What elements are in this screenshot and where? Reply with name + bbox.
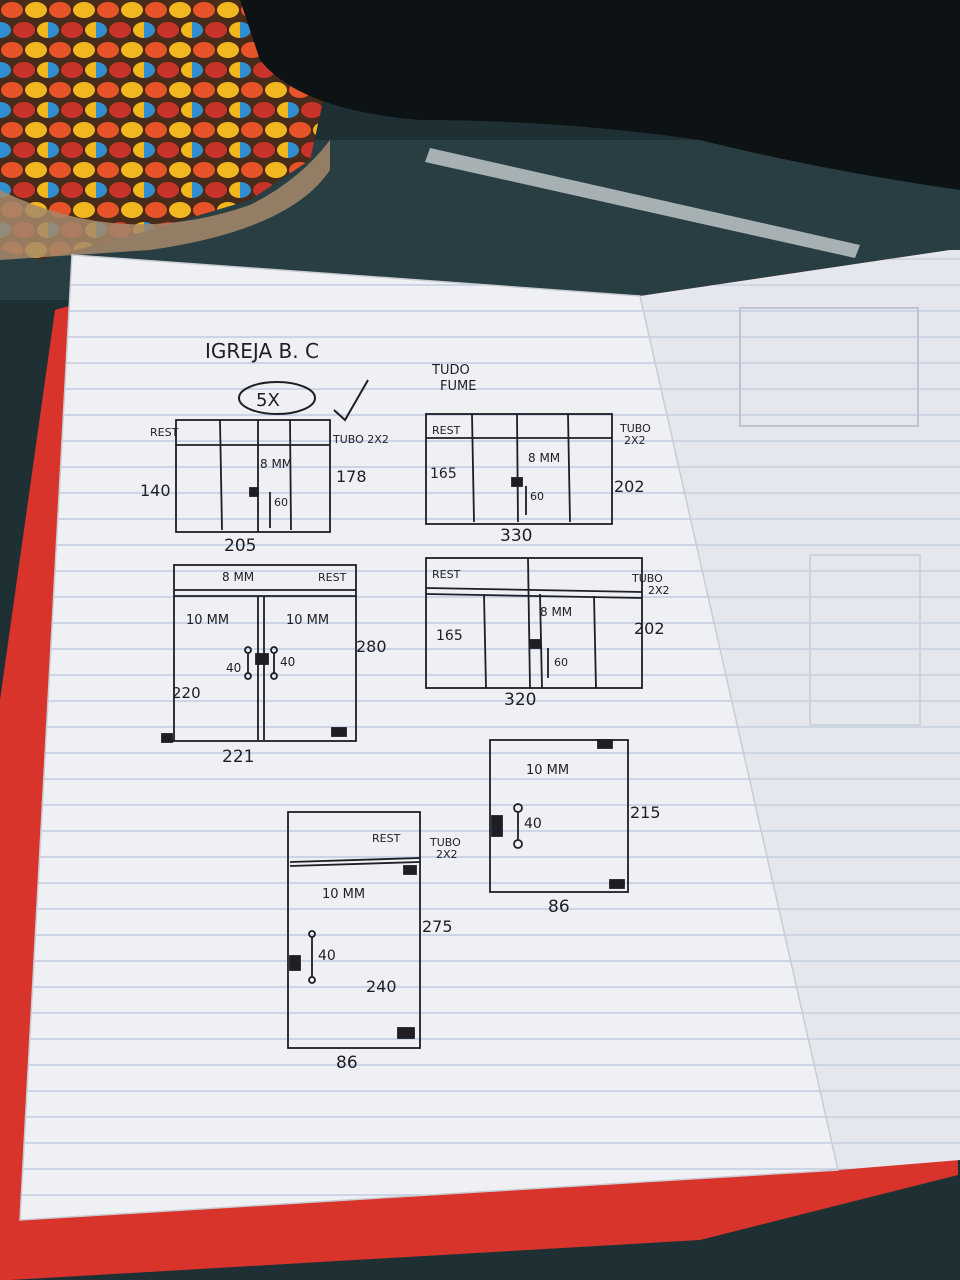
sketch-6-tubo-line2: 2X2 [436, 848, 458, 861]
finish-label-line2: FUME [440, 379, 476, 394]
sketch-1-width: 205 [224, 536, 256, 556]
sketch-4-left-height: 165 [436, 628, 463, 644]
sketch-6-tubo-line1: TUBO [429, 836, 461, 849]
sketch-1-glass: 8 MM [260, 457, 292, 471]
sketch-4-tubo-line1: TUBO [631, 572, 663, 585]
sketch-2-glass: 8 MM [528, 451, 560, 465]
sketch-3 [161, 564, 357, 743]
sketch-5 [489, 739, 629, 893]
sketch-6 [287, 811, 421, 1049]
sketch-1-left-height: 140 [140, 481, 171, 500]
sketch-4-handle: 60 [554, 656, 568, 669]
page-title: IGREJA B. C [205, 339, 319, 363]
sketch-2-tubo-line2: 2X2 [624, 434, 646, 447]
sketch-3-width: 221 [222, 747, 254, 767]
sketch-1-tubo: TUBO 2X2 [332, 433, 389, 446]
sketch-6-handle: 40 [318, 948, 336, 964]
sketch-6-glass: 10 MM [322, 887, 365, 902]
sketch-5-width: 86 [548, 897, 570, 917]
sketch-2-left-height: 165 [430, 466, 457, 482]
finish-label-line1: TUDO [431, 363, 470, 378]
sketch-3-left-height: 220 [172, 684, 201, 702]
sketch-3-right-glass: 10 MM [286, 613, 329, 628]
sketch-3-left-glass: 10 MM [186, 613, 229, 628]
sketch-2-right-height: 202 [614, 477, 645, 496]
sketch-1 [175, 419, 331, 533]
sketch-2-tubo-line1: TUBO [619, 422, 651, 435]
sketch-6-rest: REST [372, 832, 401, 845]
sketch-1-handle: 60 [274, 496, 288, 509]
sketch-4-rest: REST [432, 568, 461, 581]
sketch-4-right-height: 202 [634, 619, 665, 638]
sketch-2-rest: REST [432, 424, 461, 437]
pen [425, 148, 860, 258]
sketch-3-top-glass: 8 MM [222, 570, 254, 584]
quantity-label: 5X [256, 390, 280, 411]
sketch-6-width: 86 [336, 1053, 358, 1073]
sketch-4-width: 320 [504, 690, 536, 710]
dark-cloth [240, 0, 960, 190]
sketch-6-total-height: 275 [422, 917, 453, 936]
crochet-doily [0, 0, 330, 260]
sketch-2-handle: 60 [530, 490, 544, 503]
sketch-5-glass: 10 MM [526, 763, 569, 778]
sketch-1-right-height: 178 [336, 467, 367, 486]
sketch-5-handle: 40 [524, 816, 542, 832]
sketch-3-right-height: 280 [356, 637, 387, 656]
sketch-6-door-height: 240 [366, 977, 397, 996]
sketch-3-rest: REST [318, 571, 347, 584]
sketch-1-rest: REST [150, 426, 179, 439]
sketch-3-handle-left: 40 [226, 661, 241, 675]
sketch-5-height: 215 [630, 803, 661, 822]
sketch-2-width: 330 [500, 526, 532, 546]
sketch-4-tubo-line2: 2X2 [648, 584, 670, 597]
sketch-4 [425, 557, 643, 689]
sketch-2 [425, 413, 613, 525]
sketch-4-glass: 8 MM [540, 605, 572, 619]
sketch-3-handle-right: 40 [280, 655, 295, 669]
